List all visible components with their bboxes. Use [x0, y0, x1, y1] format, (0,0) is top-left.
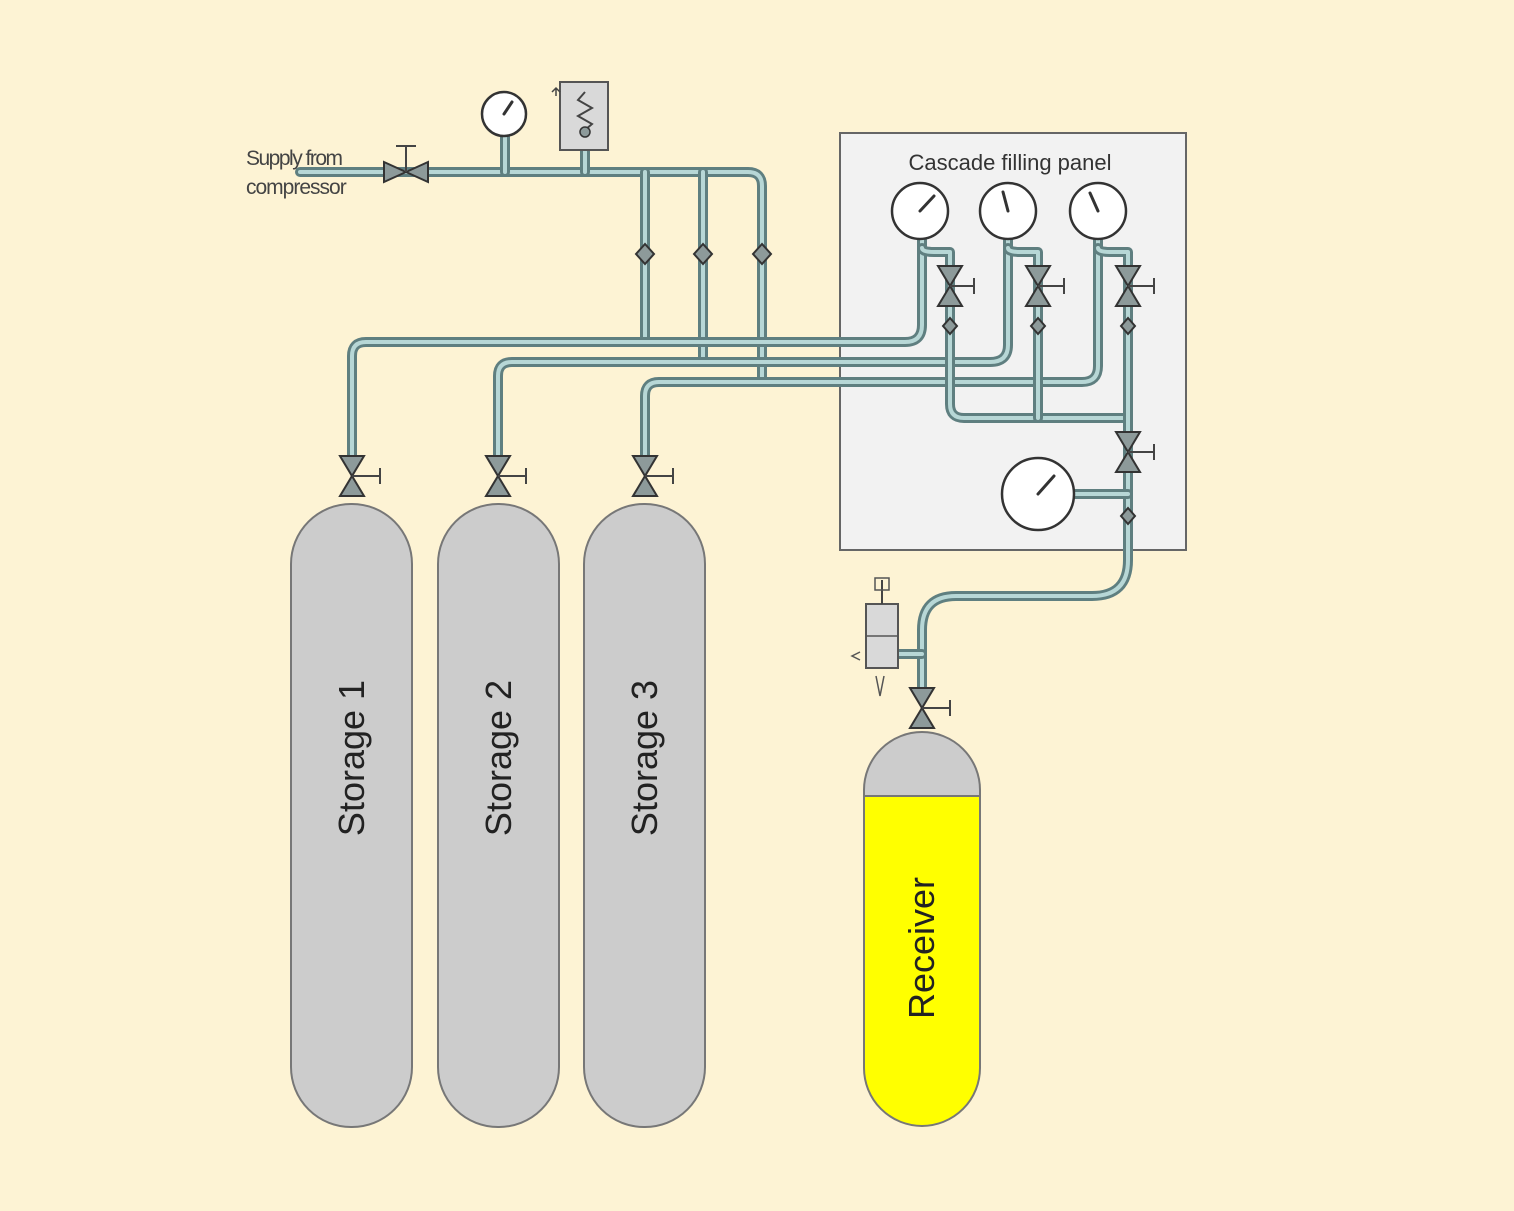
- storage-2-gauge-icon: [978, 181, 1038, 241]
- panel-outlet-valve-icon[interactable]: [1114, 431, 1155, 526]
- storage-3-valve-icon[interactable]: [631, 455, 674, 497]
- check-valve-icon: [692, 242, 714, 266]
- inlet-shutoff-valve-icon[interactable]: [383, 145, 429, 184]
- storage-1-label: Storage 1: [331, 680, 372, 836]
- storage-3-label: Storage 3: [624, 680, 665, 836]
- pipework: [295, 131, 1133, 705]
- supply-pressure-gauge-icon: [480, 90, 528, 138]
- storage-1-gauge-icon: [890, 181, 950, 241]
- supply-label: Supply from compressor: [246, 147, 348, 199]
- storage-cylinder-2: Storage 2: [437, 455, 560, 1128]
- storage-cylinder-1: Storage 1: [290, 455, 413, 1128]
- storage-cylinder-3: Storage 3: [583, 455, 706, 1128]
- storage-2-label: Storage 2: [478, 680, 519, 836]
- check-valve-icon: [751, 242, 773, 266]
- supply-label-line2: compressor: [246, 176, 347, 199]
- storage-3-gauge-icon: [1068, 181, 1128, 241]
- receiver-valve-icon[interactable]: [908, 687, 951, 729]
- bleed-valve-icon[interactable]: [850, 577, 899, 697]
- storage-1-valve-icon[interactable]: [338, 455, 381, 497]
- panel-valve-3-icon[interactable]: [1114, 265, 1155, 336]
- panel-title: Cascade filling panel: [908, 150, 1111, 175]
- receiver-cylinder: Receiver: [863, 687, 981, 1127]
- outlet-pressure-gauge-icon: [1000, 456, 1076, 532]
- panel-valve-2-icon[interactable]: [1024, 265, 1065, 336]
- receiver-label: Receiver: [901, 877, 942, 1019]
- storage-2-valve-icon[interactable]: [484, 455, 527, 497]
- panel-valve-1-icon[interactable]: [936, 265, 975, 336]
- supply-label-line1: Supply from: [246, 147, 343, 170]
- check-valve-icon: [634, 242, 656, 266]
- relief-valve-icon[interactable]: [551, 81, 609, 151]
